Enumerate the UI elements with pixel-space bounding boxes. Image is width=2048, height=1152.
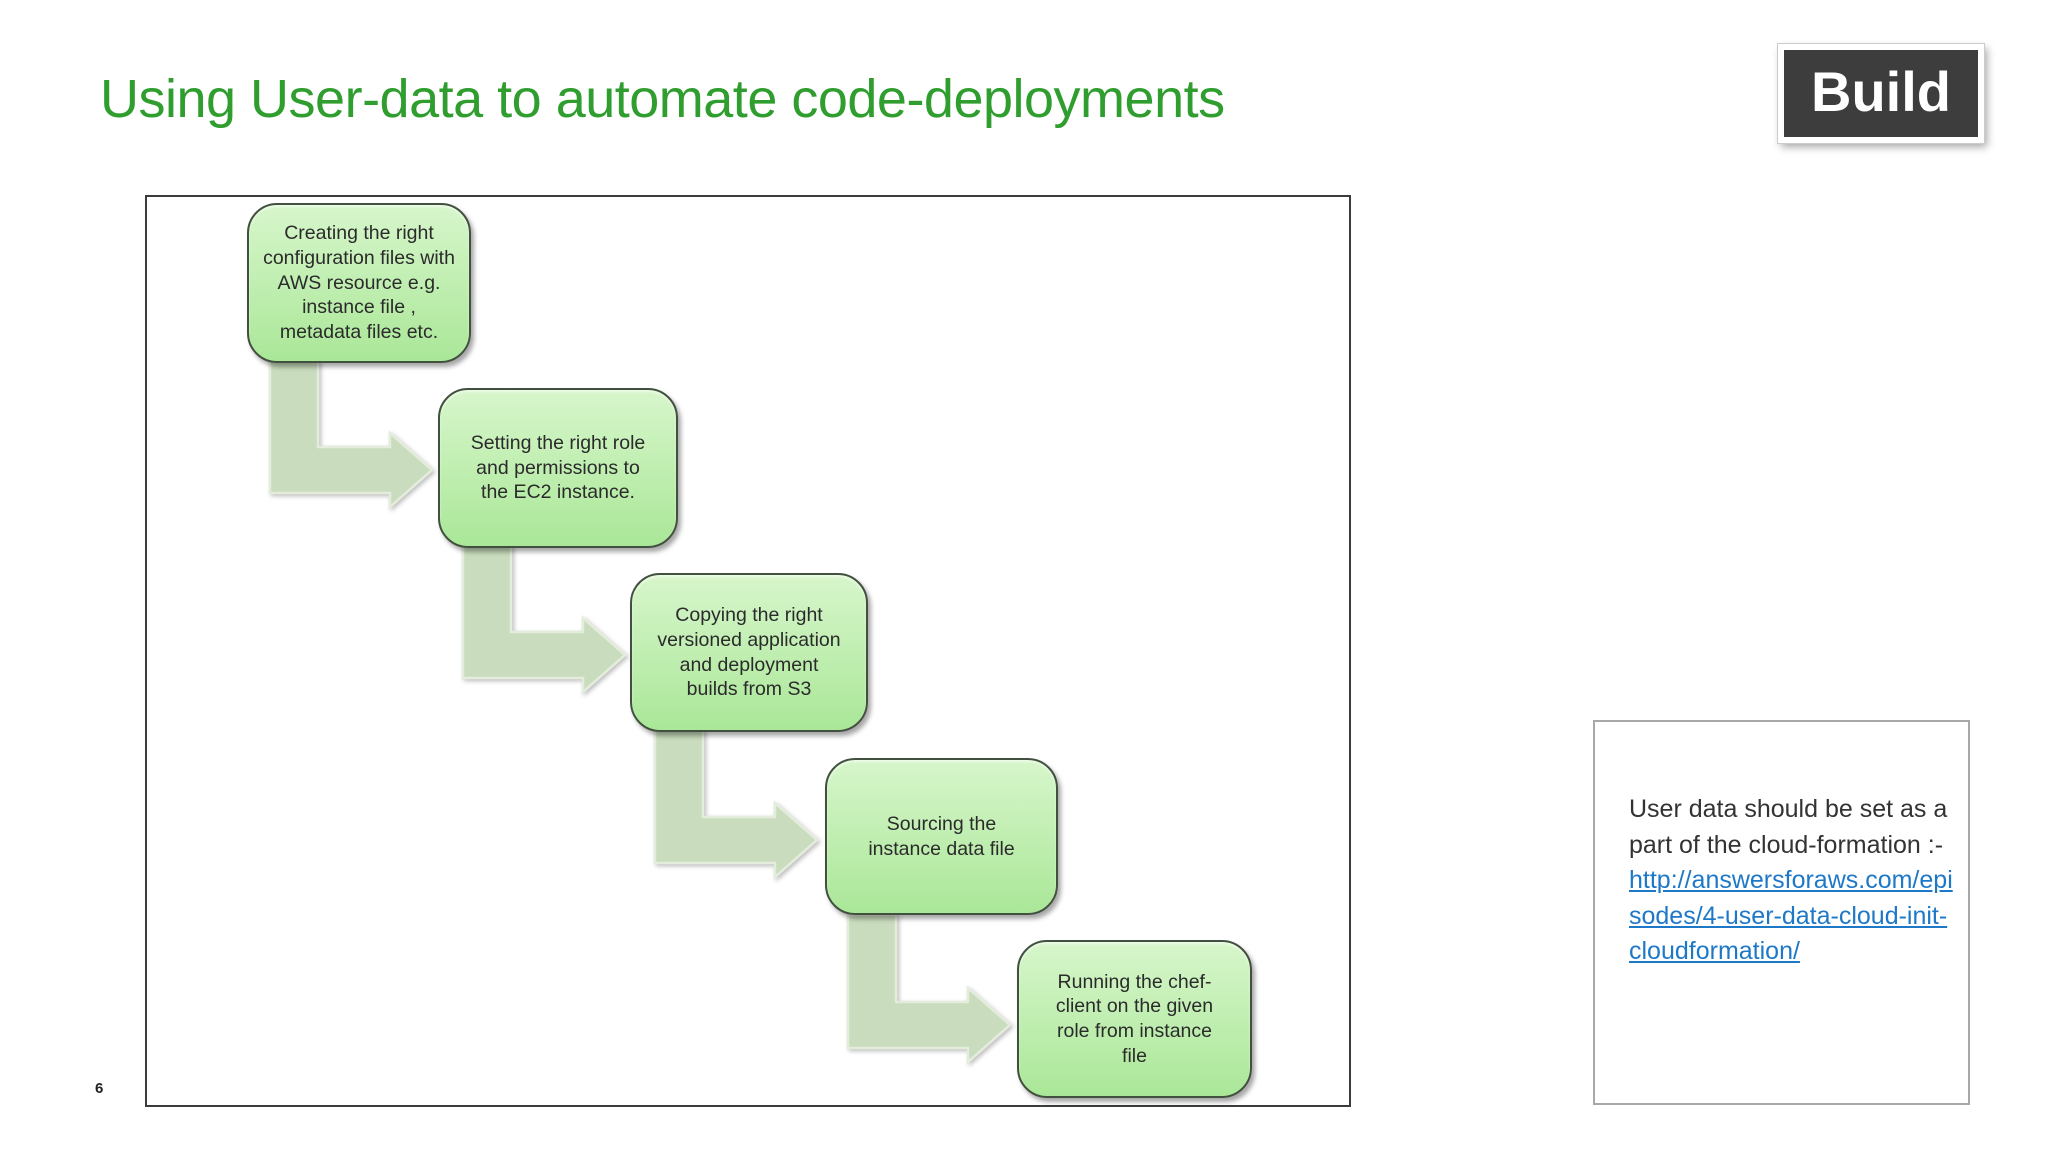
build-logo-text: Build — [1811, 59, 1951, 123]
flow-step-1-label: Creating the right configuration files w… — [263, 222, 455, 344]
flowchart-container — [145, 195, 1351, 1107]
page-number: 6 — [95, 1080, 104, 1097]
flow-step-3: Copying the right versioned application … — [630, 573, 868, 732]
page-title: Using User-data to automate code-deploym… — [100, 69, 1225, 129]
build-logo: Build — [1778, 44, 1984, 143]
flow-step-2: Setting the right role and permissions t… — [438, 388, 678, 548]
flow-step-4-label: Sourcing the instance data file — [868, 812, 1015, 860]
note-panel: User data should be set as a part of the… — [1593, 720, 1970, 1105]
flow-step-1: Creating the right configuration files w… — [247, 203, 471, 363]
flow-step-5: Running the chef-client on the given rol… — [1017, 940, 1252, 1098]
note-text: User data should be set as a part of the… — [1629, 795, 1948, 859]
flow-step-4: Sourcing the instance data file — [825, 758, 1058, 915]
flow-step-2-label: Setting the right role and permissions t… — [470, 431, 646, 504]
note-link[interactable]: http://answersforaws.com/episodes/4-user… — [1629, 866, 1953, 965]
flow-step-3-label: Copying the right versioned application … — [657, 604, 841, 701]
flow-step-5-label: Running the chef-client on the given rol… — [1055, 970, 1214, 1067]
